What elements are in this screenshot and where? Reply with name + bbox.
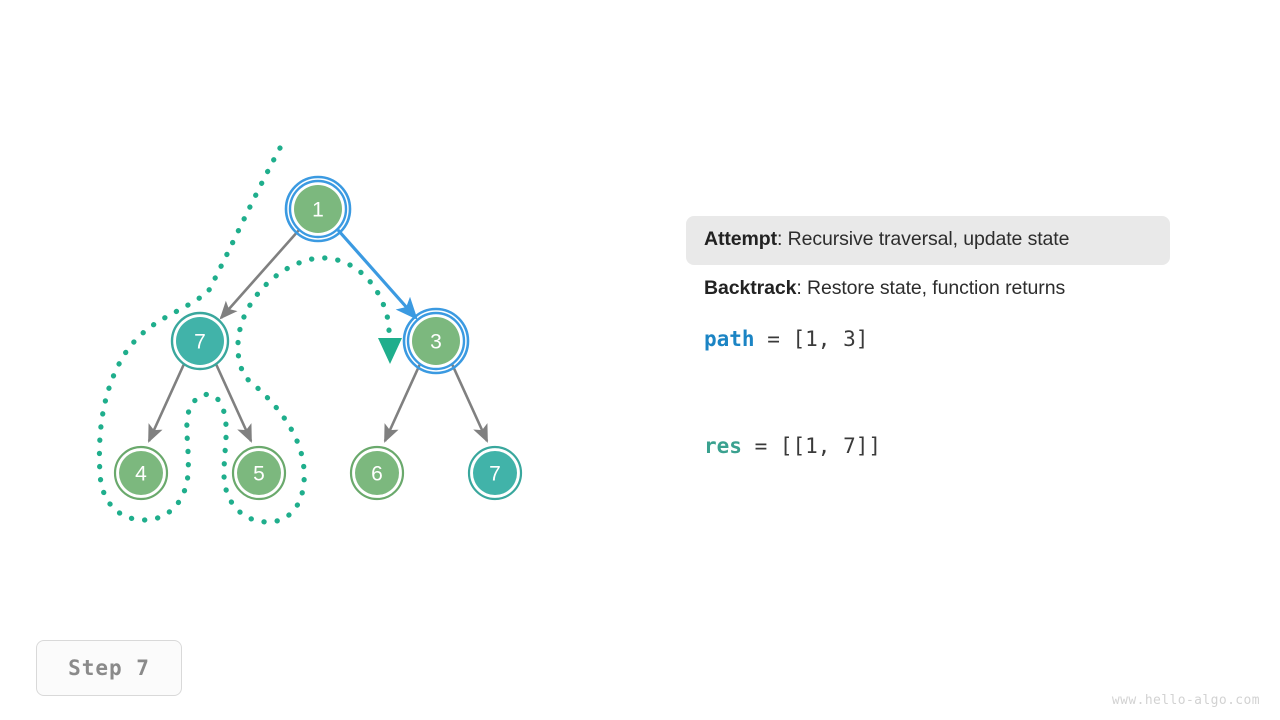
node-highlight-ring [402, 307, 470, 375]
attempt-label: Attempt [704, 228, 777, 250]
node-outer-ring [231, 445, 287, 501]
tree-node-7-right[interactable]: 7 [467, 445, 523, 501]
tree-node-1[interactable]: 1 [284, 175, 352, 243]
attempt-row: Attempt: Recursive traversal, update sta… [686, 216, 1170, 265]
node-outer-ring [467, 445, 523, 501]
res-state-row: res = [[1, 7]] [686, 436, 1206, 457]
node-label: 1 [312, 199, 324, 222]
edge-3-6 [383, 363, 422, 443]
node-label: 7 [489, 463, 501, 486]
tree-node-7-left[interactable]: 7 [170, 311, 230, 371]
node-outer-ring [113, 445, 169, 501]
watermark-text: www.hello-algo.com [1111, 693, 1260, 708]
backtrack-label: Backtrack [704, 276, 797, 299]
backtrack-text: : Restore state, function returns [796, 276, 1066, 299]
node-fill [176, 317, 224, 365]
attempt-text: : Recursive traversal, update state [776, 228, 1070, 250]
traversal-trail [96, 145, 402, 525]
tree-diagram: 1 7 3 4 5 6 [96, 145, 523, 525]
node-inner-ring [406, 311, 466, 371]
step-badge: Step 7 [36, 640, 182, 696]
node-label: 5 [253, 463, 265, 486]
res-variable: res [704, 434, 742, 458]
node-fill [355, 451, 399, 495]
edge-1-7 [219, 229, 300, 320]
node-fill [119, 451, 163, 495]
node-inner-ring [288, 179, 348, 239]
path-state-row: path = [1, 3] [686, 329, 1206, 350]
watermark: www.hello-algo.com [1112, 693, 1260, 708]
node-outer-ring [349, 445, 405, 501]
tree-node-5[interactable]: 5 [231, 445, 287, 501]
tree-edges [147, 228, 489, 443]
step-label: Step 7 [68, 656, 150, 680]
edge-1-3 [336, 228, 418, 320]
node-label: 6 [371, 463, 383, 486]
node-label: 7 [194, 331, 206, 354]
node-outer-ring [170, 311, 230, 371]
trail-arrowhead [378, 338, 402, 364]
node-label: 4 [135, 463, 147, 486]
tree-node-4[interactable]: 4 [113, 445, 169, 501]
node-fill [294, 185, 342, 233]
res-value: = [[1, 7]] [741, 434, 882, 458]
node-fill [473, 451, 517, 495]
path-variable: path [704, 327, 755, 351]
path-value: = [1, 3] [754, 327, 869, 351]
edge-7-4 [147, 363, 186, 443]
tree-node-6[interactable]: 6 [349, 445, 405, 501]
node-highlight-ring [284, 175, 352, 243]
info-panel: Attempt: Recursive traversal, update sta… [686, 216, 1206, 457]
node-fill [237, 451, 281, 495]
tree-nodes: 1 7 3 4 5 6 [113, 175, 523, 501]
edge-3-7 [450, 363, 489, 443]
node-fill [412, 317, 460, 365]
node-label: 3 [430, 331, 442, 354]
tree-node-3[interactable]: 3 [402, 307, 470, 375]
edge-7-5 [214, 363, 253, 443]
backtrack-row: Backtrack: Restore state, function retur… [686, 265, 1170, 314]
